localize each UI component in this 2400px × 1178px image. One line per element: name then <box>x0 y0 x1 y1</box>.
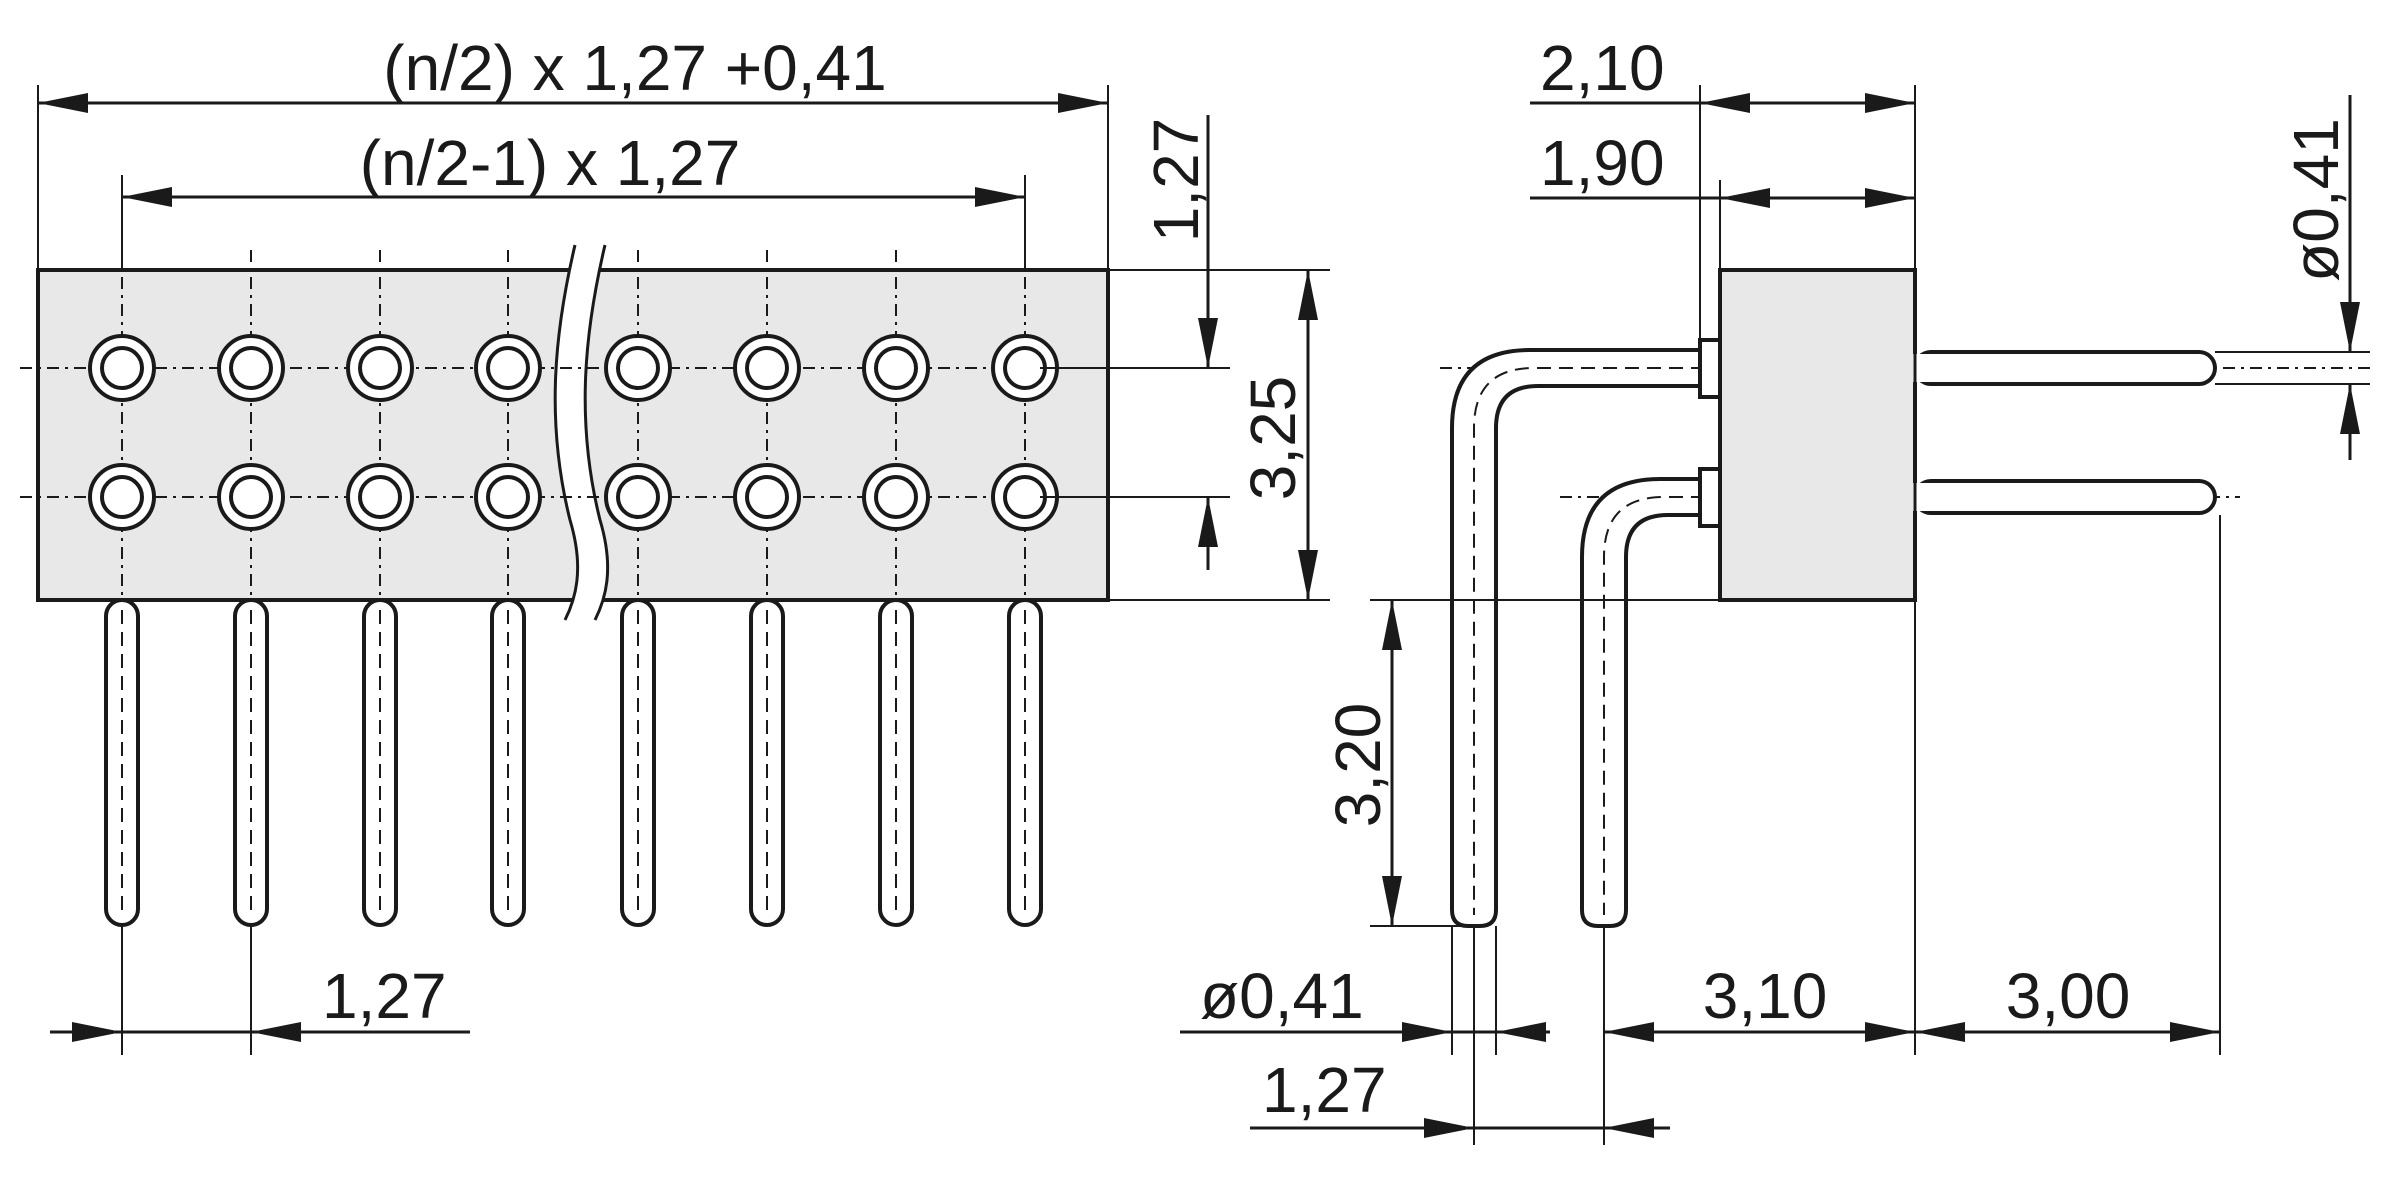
side-body <box>1718 268 1917 602</box>
arrow-head <box>1382 600 1402 650</box>
contact-hole <box>346 463 414 531</box>
arrow-head <box>72 1022 122 1042</box>
arrow-head <box>1298 550 1318 600</box>
arrow-head <box>122 187 172 207</box>
arrow-head <box>1198 497 1218 547</box>
arrow-head <box>1700 93 1750 113</box>
pin-right-cover <box>1913 483 1935 511</box>
contact-hole <box>217 463 285 531</box>
arrow-head <box>1915 1022 1965 1042</box>
contact-hole <box>862 334 930 402</box>
arrow-head <box>1298 270 1318 320</box>
dim-3-20-label: 3,20 <box>1322 703 1394 828</box>
dim-dia-bot-label: ø0,41 <box>1200 960 1364 1032</box>
front-pin <box>362 598 398 927</box>
dim-3-00-label: 3,00 <box>2006 960 2131 1032</box>
side-pin-lower-axis <box>1603 496 1705 915</box>
arrow-head <box>2340 302 2360 352</box>
pin-collar-upper <box>1698 338 1722 399</box>
front-pin <box>620 598 656 927</box>
pin-right-cover <box>1913 354 1935 382</box>
arrow-head <box>1604 1022 1654 1042</box>
arrow-head <box>251 1022 301 1042</box>
contact-hole <box>88 334 156 402</box>
contact-hole <box>991 334 1059 402</box>
dim-1-90-label: 1,90 <box>1540 127 1665 199</box>
contact-hole <box>991 463 1059 531</box>
arrow-head <box>1382 876 1402 926</box>
arrow-head <box>1402 1022 1452 1042</box>
arrow-head <box>1604 1118 1654 1138</box>
overall-length-label: (n/2) x 1,27 +0,41 <box>383 32 886 104</box>
contact-hole <box>604 463 672 531</box>
pin-collar-lower <box>1698 467 1722 528</box>
front-pin <box>1007 598 1043 927</box>
contact-hole <box>346 334 414 402</box>
dim-lead-label: 1,27 <box>1262 1054 1387 1126</box>
dim-3-10-label: 3,10 <box>1703 960 1828 1032</box>
front-pin <box>878 598 914 927</box>
front-body-break <box>555 245 608 620</box>
front-break-line-right <box>583 244 610 621</box>
side-pin-right-lower <box>1913 479 2217 515</box>
arrow-head <box>2170 1022 2220 1042</box>
front-break-line-left <box>553 244 580 621</box>
body-height-label: 3,25 <box>1237 376 1309 501</box>
dim-2-10-label: 2,10 <box>1540 32 1665 104</box>
contact-hole <box>474 334 542 402</box>
contact-hole <box>88 463 156 531</box>
pin-pitch-label: 1,27 <box>322 960 447 1032</box>
arrow-head <box>1496 1022 1546 1042</box>
side-view: 2,10 1,90 ø0,41 3,20 ø0,41 <box>1180 32 2370 1145</box>
dim-dia-top-label: ø0,41 <box>2280 118 2352 282</box>
pin-span-label: (n/2-1) x 1,27 <box>360 127 741 199</box>
arrow-head <box>1865 1022 1915 1042</box>
arrow-head <box>38 93 88 113</box>
side-pin-upper-axis <box>1473 367 1705 915</box>
contact-hole <box>604 334 672 402</box>
arrow-head <box>1198 318 1218 368</box>
row-pitch-label: 1,27 <box>1140 118 1212 243</box>
arrow-head <box>1424 1118 1474 1138</box>
arrow-head <box>1720 188 1770 208</box>
arrow-head <box>2340 384 2360 434</box>
front-pin <box>490 598 526 927</box>
arrow-head <box>1058 93 1108 113</box>
side-pin-lower <box>1580 477 1712 928</box>
arrow-head <box>975 187 1025 207</box>
front-pin <box>749 598 785 927</box>
contact-hole <box>217 334 285 402</box>
contact-hole <box>862 463 930 531</box>
side-pin-right-upper <box>1913 350 2217 386</box>
front-view: (n/2) x 1,27 +0,41 (n/2-1) x 1,27 1,27 3… <box>20 32 1330 1055</box>
contact-hole <box>733 463 801 531</box>
contact-hole <box>474 463 542 531</box>
arrow-head <box>1865 188 1915 208</box>
arrow-head <box>1865 93 1915 113</box>
contact-hole <box>733 334 801 402</box>
